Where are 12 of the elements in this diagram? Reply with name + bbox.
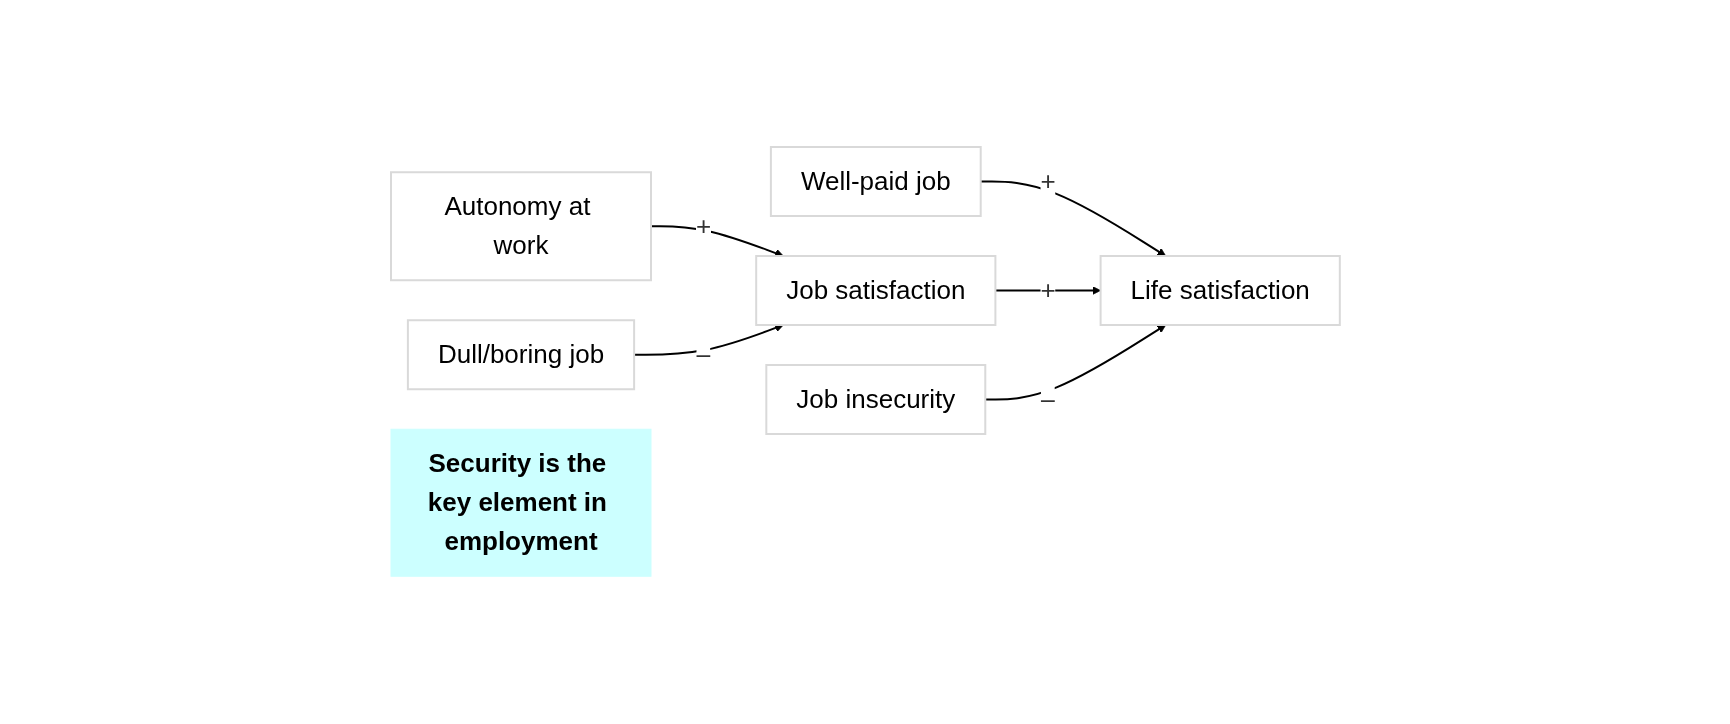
- node-box: Life satisfaction: [1099, 255, 1341, 327]
- edge-label: –: [695, 339, 711, 370]
- node-box: Job insecurity: [764, 364, 986, 436]
- edge-label: +: [1040, 166, 1056, 197]
- node-box: Security is the key element in employment: [390, 429, 652, 578]
- node-box: Dull/boring job: [406, 319, 635, 391]
- edge-label: +: [1040, 275, 1056, 306]
- node-box: Autonomy at work: [389, 171, 652, 282]
- node-box: Job satisfaction: [754, 255, 996, 327]
- edge-label: +: [695, 211, 711, 242]
- node-box: Well-paid job: [769, 146, 982, 218]
- edge-label: –: [1040, 384, 1055, 415]
